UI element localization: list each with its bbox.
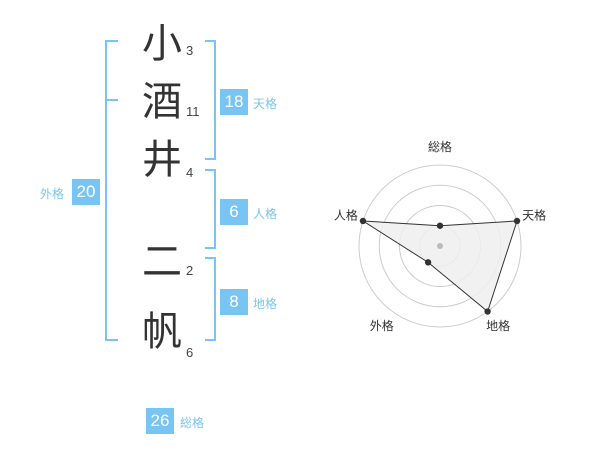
name-char-3: 井 — [142, 137, 182, 183]
name-char-2: 酒 — [142, 79, 182, 125]
radar-point-5 — [359, 217, 367, 225]
radar-point-3 — [484, 308, 491, 315]
jinkaku-label: 人格 — [253, 207, 278, 221]
stroke-count-3: 4 — [186, 165, 194, 180]
stroke-count-5: 6 — [186, 345, 194, 360]
radar-axis-label-1: 総格 — [428, 139, 452, 154]
soukaku-value-badge: 26 — [146, 408, 174, 434]
radar-axis-label-2: 天格 — [522, 207, 546, 222]
gaikaku-value-badge: 20 — [72, 179, 100, 205]
stroke-count-4: 2 — [186, 263, 194, 278]
tenkaku-value-badge: 18 — [220, 89, 248, 115]
chikaku-value-badge: 8 — [220, 289, 248, 315]
stroke-count-2: 11 — [186, 104, 200, 119]
radar-series-area — [362, 220, 518, 313]
gaikaku-label: 外格 — [40, 187, 65, 201]
name-char-5: 帆 — [142, 309, 182, 355]
radar-axis-label-5: 人格 — [334, 207, 358, 222]
chikaku-label: 地格 — [253, 297, 278, 311]
name-char-4: 二 — [142, 239, 182, 285]
gaikaku-bracket — [105, 40, 118, 341]
tenkaku-label: 天格 — [253, 97, 278, 111]
stroke-count-1: 3 — [186, 43, 194, 58]
tenkaku-bracket — [205, 40, 216, 160]
radar-axis-label-3: 地格 — [486, 318, 510, 333]
radar-point-1 — [436, 222, 444, 229]
chikaku-bracket — [205, 257, 216, 341]
radar-point-4 — [424, 259, 432, 266]
name-char-1: 小 — [142, 21, 182, 67]
jinkaku-value-badge: 6 — [220, 199, 248, 225]
radar-grid-ring — [358, 164, 522, 328]
jinkaku-bracket — [205, 169, 216, 249]
radar-axis-label-4: 外格 — [370, 318, 394, 333]
radar-point-2 — [513, 217, 521, 225]
radar-center-dot — [437, 243, 443, 249]
soukaku-label: 総格 — [180, 416, 205, 430]
